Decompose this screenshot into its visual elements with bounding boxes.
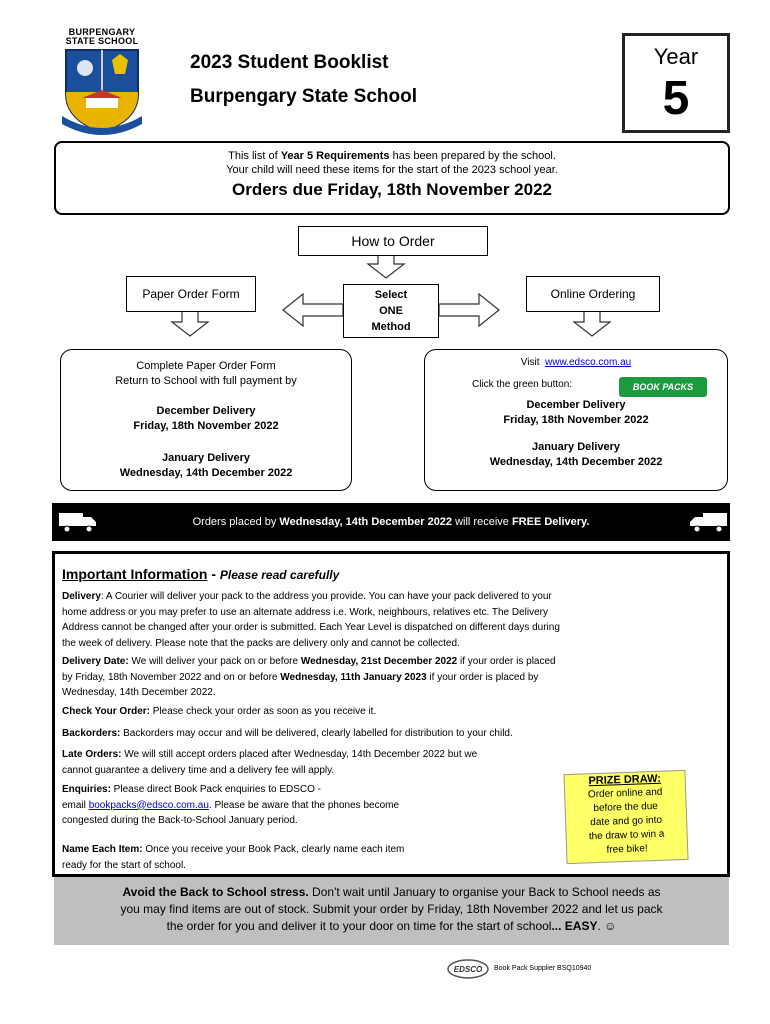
down-arrow-paper (170, 309, 210, 337)
check-order-paragraph: Check Your Order: Please check your orde… (62, 706, 377, 717)
delivery-paragraph: Delivery: A Courier will deliver your pa… (62, 591, 560, 649)
down-arrow-online (572, 309, 612, 337)
online-ordering-box: Online Ordering (526, 276, 660, 312)
edsco-logo: EDSCO (447, 959, 489, 979)
supplier-code: Book Pack Supplier BSQ10940 (494, 965, 592, 972)
flow-arrows (170, 253, 612, 337)
important-info-heading: Important Information - Please read care… (62, 566, 340, 582)
right-arrow (438, 292, 500, 328)
how-to-order-box: How to Order (298, 226, 488, 256)
click-green-label: Click the green button: (472, 379, 573, 390)
back-to-school-banner: Avoid the Back to School stress. Don't w… (54, 877, 729, 945)
svg-text:EDSCO: EDSCO (454, 965, 483, 974)
school-name: Burpengary State School (190, 86, 417, 107)
orders-due-heading: Orders due Friday, 18th November 2022 (232, 180, 552, 199)
edsco-link[interactable]: www.edsco.com.au (545, 357, 632, 368)
bookpacks-email-link[interactable]: bookpacks@edsco.com.au (88, 799, 209, 811)
intro-line-1: This list of Year 5 Requirements has bee… (228, 150, 556, 162)
paper-order-form-box: Paper Order Form (126, 276, 256, 312)
year-label: Year (653, 44, 699, 69)
visit-line: Visit www.edsco.com.au (520, 357, 632, 368)
online-order-card: Visit www.edsco.com.au December Delivery… (424, 349, 728, 491)
intro-box: This list of Year 5 Requirements has bee… (54, 141, 730, 215)
paper-order-card: Complete Paper Order Form Return to Scho… (60, 349, 352, 491)
enquiries-paragraph: Enquiries: Please direct Book Pack enqui… (62, 784, 400, 826)
year-box: Year 5 (622, 33, 730, 133)
year-number: 5 (662, 72, 690, 125)
booklist-title: 2023 Student Booklist (190, 52, 389, 73)
truck-icon (690, 513, 727, 533)
free-delivery-bar: Orders placed by Wednesday, 14th Decembe… (52, 503, 730, 541)
school-crest-logo (62, 49, 142, 135)
book-packs-button[interactable]: BOOK PACKS (619, 377, 707, 397)
late-orders-paragraph: Late Orders: We will still accept orders… (62, 749, 478, 776)
delivery-date-paragraph: Delivery Date: We will deliver your pack… (62, 656, 556, 698)
truck-icon (59, 513, 96, 533)
prize-draw-note: PRIZE DRAW: Order online and before the … (563, 769, 689, 865)
important-info-box (52, 551, 730, 877)
left-arrow (282, 292, 344, 328)
backorders-paragraph: Backorders: Backorders may occur and wil… (62, 728, 513, 739)
school-logo-text: BURPENGARY STATE SCHOOL (65, 27, 139, 46)
name-each-item-paragraph: Name Each Item: Once you receive your Bo… (62, 844, 405, 871)
intro-line-2: Your child will need these items for the… (226, 164, 558, 176)
down-arrow-how (366, 253, 406, 279)
